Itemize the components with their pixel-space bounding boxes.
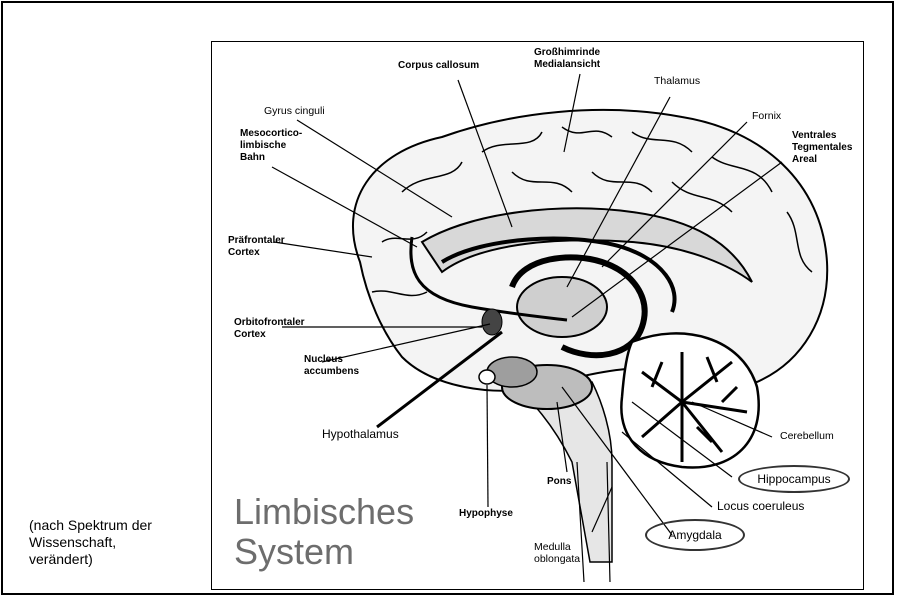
label-gyrus-cinguli: Gyrus cinguli: [264, 105, 325, 117]
label-corpus-callosum: Corpus callosum: [398, 60, 479, 72]
brain-figure: Corpus callosum Großhimrinde Medialansic…: [211, 41, 864, 590]
nucleus-accumbens-shape: [482, 309, 502, 335]
label-cerebellum: Cerebellum: [780, 430, 834, 442]
thalamus-shape: [517, 277, 607, 337]
source-citation: (nach Spektrum der Wissenschaft, verände…: [29, 517, 209, 568]
label-amygdala: Amygdala: [645, 519, 745, 551]
label-grosshirnrinde: Großhimrinde Medialansicht: [534, 47, 600, 71]
label-thalamus: Thalamus: [654, 75, 700, 87]
diagram-title: Limbisches System: [234, 492, 414, 572]
label-hypothalamus: Hypothalamus: [322, 428, 399, 440]
label-medulla: Medulla oblongata: [534, 541, 580, 565]
label-nucleus-accumbens: Nucleus accumbens: [304, 354, 359, 378]
brainstem: [512, 382, 612, 562]
label-vta: Ventrales Tegmentales Areal: [792, 130, 852, 166]
label-fornix: Fornix: [752, 110, 781, 122]
label-mesocortico: Mesocortico- limbische Bahn: [240, 128, 302, 164]
label-orbitofrontaler: Orbitofrontaler Cortex: [234, 317, 305, 341]
label-pons: Pons: [547, 476, 571, 488]
hypophyse-shape: [479, 370, 495, 384]
label-hippocampus: Hippocampus: [738, 465, 850, 493]
label-hypophyse: Hypophyse: [459, 508, 513, 520]
cerebrum-outline: [353, 110, 827, 391]
label-locus-coeruleus: Locus coeruleus: [717, 500, 804, 512]
label-praefrontaler: Präfrontaler Cortex: [228, 235, 285, 259]
amygdala-shape: [487, 357, 537, 387]
